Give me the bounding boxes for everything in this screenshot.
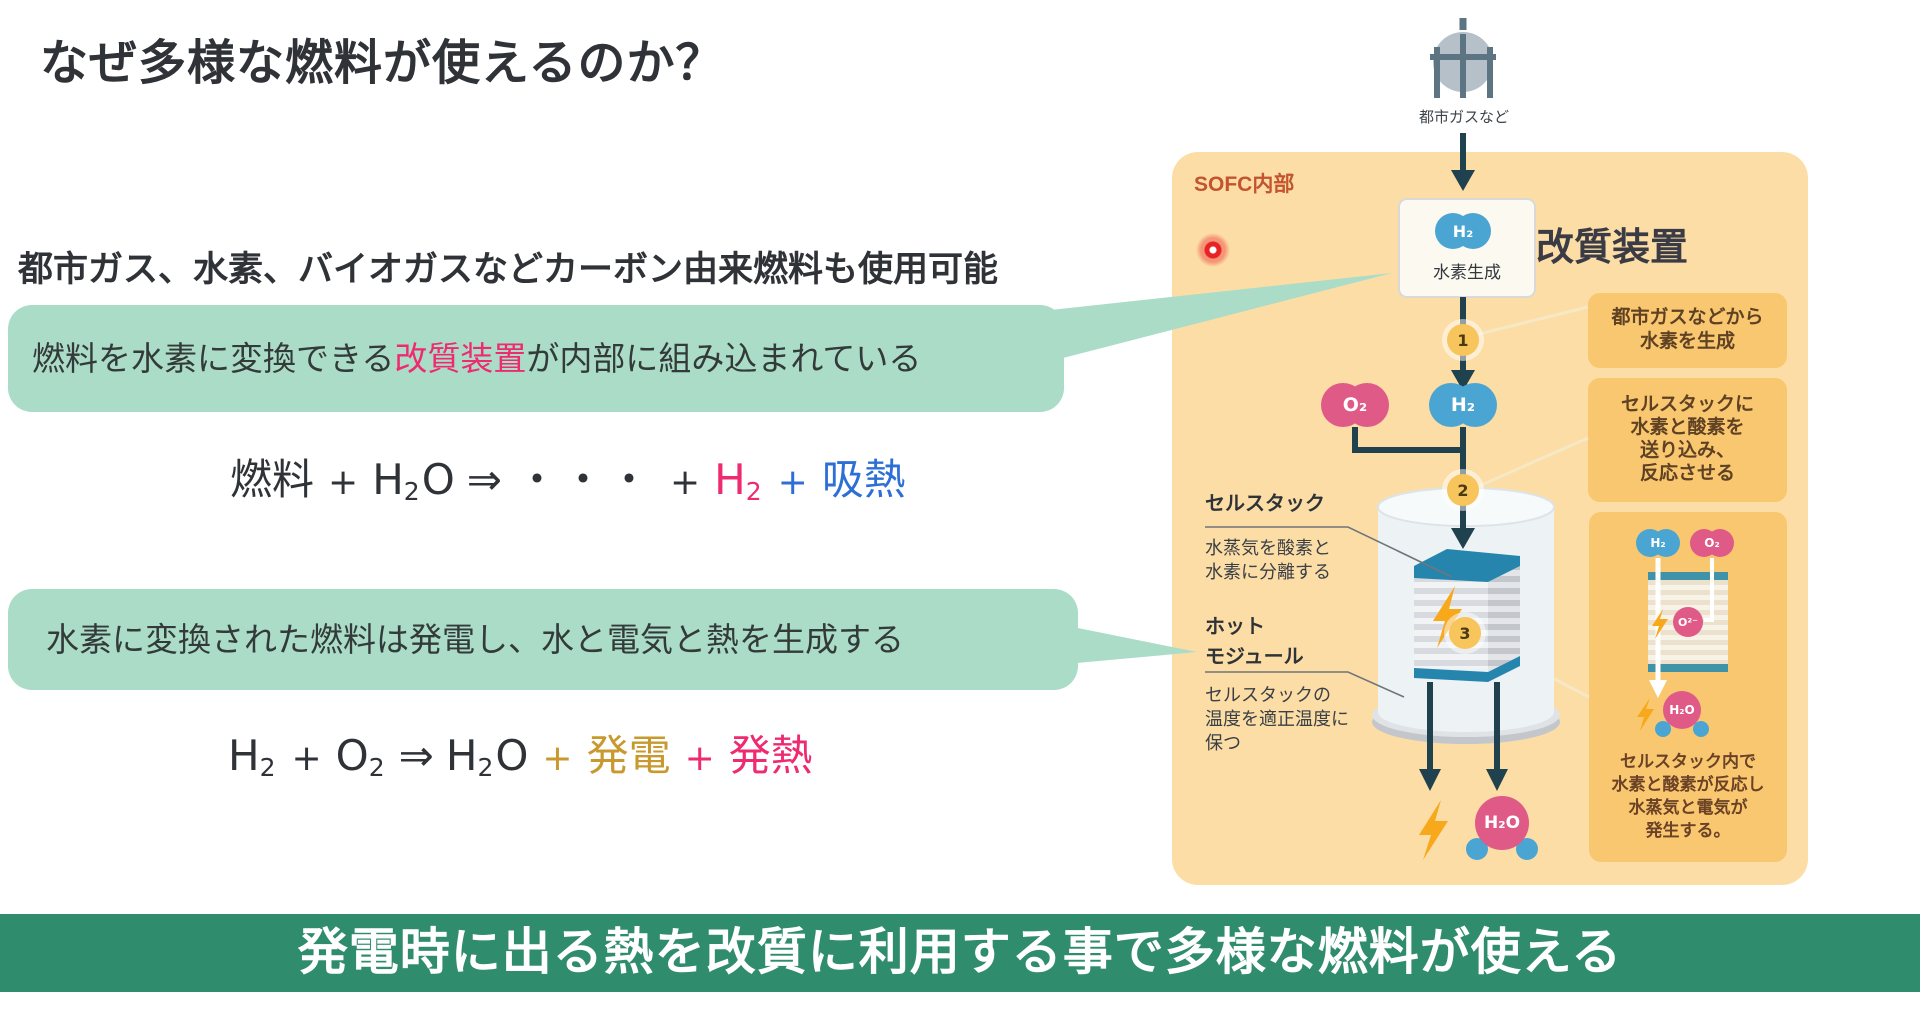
callout1-post: が内部に組み込まれている	[526, 339, 922, 377]
callout1-highlight: 改質装置	[394, 339, 527, 377]
side-note-2: セルスタックに 水素と酸素を 送り込み、 反応させる	[1588, 378, 1787, 502]
bottom-banner: 発電時に出る熱を改質に利用する事で多様な燃料が使える	[0, 914, 1920, 992]
side-note-3-text: セルスタック内で 水素と酸素が反応し 水蒸気と電気が 発生する。	[1611, 752, 1765, 840]
step-badge-1: 1	[1447, 324, 1479, 356]
callout2-text: 水素に変換された燃料は発電し、水と電気と熱を生成する	[46, 620, 904, 658]
o2-molecule: O₂	[1321, 383, 1389, 427]
hot-module-label-2: モジュール	[1205, 646, 1304, 668]
side-note-1: 都市ガスなどから 水素を生成	[1588, 293, 1787, 368]
hot-module-label-1: ホット	[1205, 616, 1265, 638]
callout-generation: 水素に変換された燃料は発電し、水と電気と熱を生成する	[8, 589, 1078, 690]
h2-molecule-reformer: H₂	[1435, 213, 1491, 249]
step-badge-2: 2	[1447, 474, 1479, 506]
cell-stack-label: セルスタック	[1205, 493, 1325, 515]
page-title: なぜ多様な燃料が使えるのか？	[40, 37, 725, 90]
h2-molecule-mini: H₂	[1636, 529, 1680, 557]
oxide-ion: O²⁻	[1673, 607, 1703, 637]
h2o-molecule-mini: H₂O	[1654, 691, 1710, 737]
step-badge-3: 3	[1449, 617, 1481, 649]
hot-module-desc-2: 温度を適正温度に	[1205, 709, 1349, 729]
subtitle: 都市ガス、水素、バイオガスなどカーボン由来燃料も使用可能	[18, 250, 999, 289]
cell-stack-desc-1: 水蒸気を酸素と	[1205, 538, 1331, 558]
side-note-3	[1589, 512, 1787, 862]
reformer-box	[1398, 198, 1536, 298]
hot-module-desc-3: 保つ	[1205, 733, 1241, 753]
pointer-dot	[1195, 232, 1231, 268]
reforming-formula: 燃料 + H 2 O ⇒ ・・・ + H 2 + 吸熱	[230, 455, 906, 506]
h2-molecule: H₂	[1429, 383, 1497, 427]
callout1-pre: 燃料を水素に変換できる	[32, 339, 395, 377]
generation-formula: H 2 + O 2 ⇒ H 2 O + 発電 + 発熱	[228, 731, 813, 782]
o2-molecule-mini: O₂	[1690, 529, 1734, 557]
reformer-heading: 改質装置	[1536, 227, 1689, 269]
callout-reformer: 燃料を水素に変換できる改質装置が内部に組み込まれている	[8, 305, 1064, 412]
gas-source-label: 都市ガスなど	[1418, 109, 1509, 126]
panel-label: SOFC内部	[1194, 173, 1295, 196]
gas-holder-icon	[1430, 18, 1496, 98]
hot-module-desc-1: セルスタックの	[1205, 685, 1331, 705]
h2o-molecule: H₂O	[1464, 796, 1540, 860]
banner-text: 発電時に出る熱を改質に利用する事で多様な燃料が使える	[297, 924, 1623, 981]
cell-stack-desc-2: 水素に分離する	[1205, 562, 1331, 582]
reformer-label: 水素生成	[1433, 263, 1501, 282]
